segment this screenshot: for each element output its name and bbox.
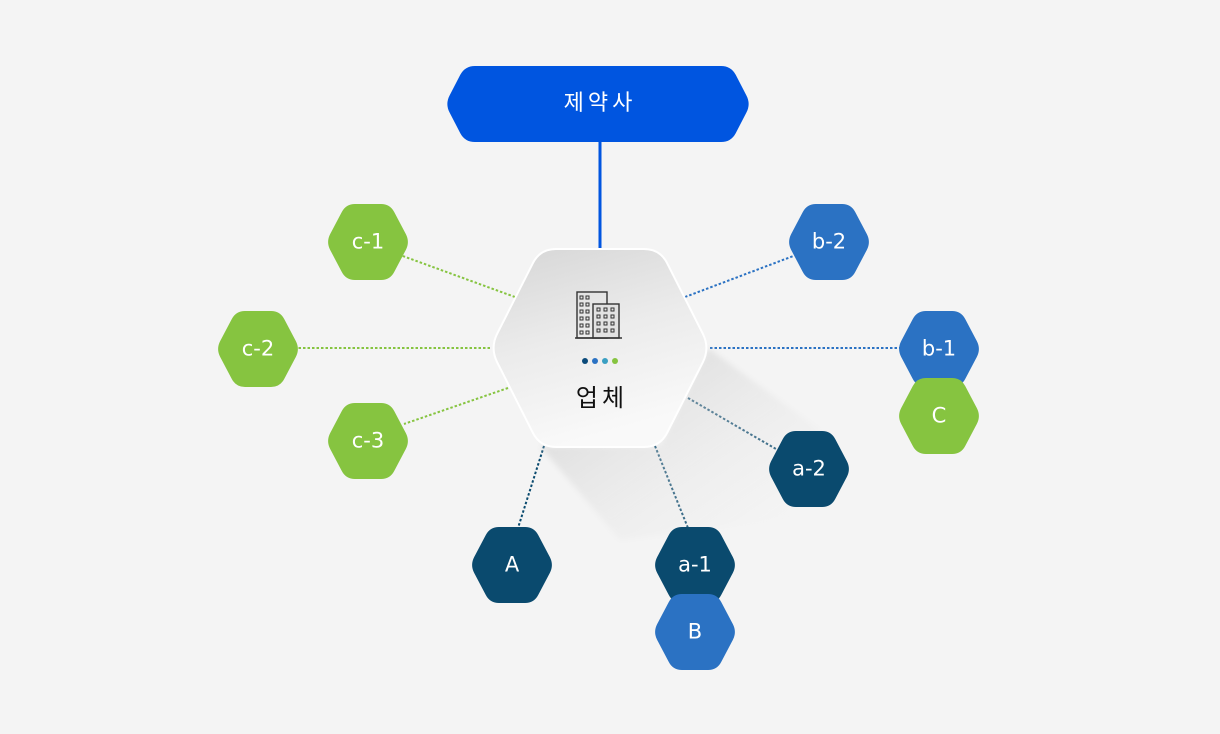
node-hex-a-2 xyxy=(769,431,849,507)
node-hex-b-2 xyxy=(789,204,869,280)
center-layer xyxy=(492,248,708,448)
center-shadow-layer xyxy=(540,348,820,540)
center-dot xyxy=(582,358,588,364)
building-icon xyxy=(575,291,622,339)
center-dot xyxy=(612,358,618,364)
node-hex-C xyxy=(899,378,979,454)
link-c-1 xyxy=(399,254,516,298)
node-hex-b-1 xyxy=(899,311,979,387)
nodes-layer xyxy=(218,66,979,670)
node-hex-B xyxy=(655,594,735,670)
node-hex-c-3 xyxy=(328,403,408,479)
center-dot xyxy=(592,358,598,364)
center-node-shape xyxy=(492,248,708,448)
link-b-2 xyxy=(684,254,797,298)
center-dot xyxy=(602,358,608,364)
link-c-3 xyxy=(403,387,509,425)
center-shadow xyxy=(540,348,820,540)
node-hex-A xyxy=(472,527,552,603)
top-node-shape xyxy=(447,66,749,142)
node-hex-c-2 xyxy=(218,311,298,387)
node-hex-c-1 xyxy=(328,204,408,280)
node-hex-a-1 xyxy=(655,527,735,603)
link-A xyxy=(517,445,545,529)
